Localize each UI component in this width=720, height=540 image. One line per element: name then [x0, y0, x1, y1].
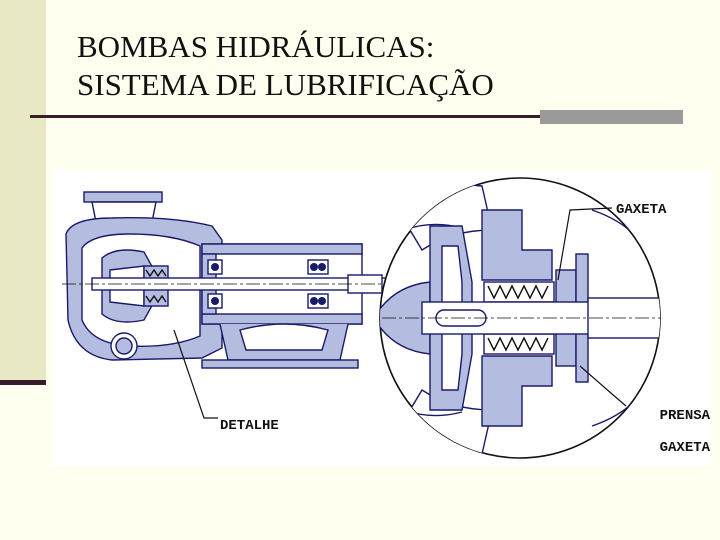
slide-title: BOMBAS HIDRÁULICAS: SISTEMA DE LUBRIFICA…: [77, 28, 494, 104]
label-prensa-line1: PRENSA: [659, 408, 711, 424]
base-plate: [201, 359, 359, 369]
left-band-rule: [0, 380, 46, 385]
title-line-2: SISTEMA DE LUBRIFICAÇÃO: [77, 67, 494, 102]
label-gaxeta: GAXETA: [616, 202, 667, 218]
detail-view: [379, 177, 661, 459]
title-line-1: BOMBAS HIDRÁULICAS:: [77, 29, 435, 64]
detalhe-leader: [173, 329, 218, 419]
pump-lubrication-drawing: DETALHE GAXETA PRENSA GAXETA: [52, 170, 712, 466]
label-prensa-gaxeta: PRENSA GAXETA: [626, 392, 710, 472]
suction-flange: [83, 191, 163, 203]
stuffing-box-housing-top: [481, 209, 553, 281]
label-detalhe: DETALHE: [220, 418, 279, 434]
pump-drawing-svg: [62, 177, 661, 459]
label-prensa-line2: GAXETA: [659, 440, 711, 456]
left-accent-band: [0, 0, 46, 384]
gaxeta-leader: [557, 207, 613, 281]
packing-rings-top: [483, 281, 555, 303]
title-underline: [30, 115, 680, 118]
prensa-gaxeta-leader: [579, 365, 627, 407]
pump-cross-section: [62, 191, 397, 369]
packing-rings-bottom: [483, 333, 555, 355]
title-underline-accent: [540, 110, 683, 124]
stuffing-box-housing-bottom: [481, 355, 553, 427]
